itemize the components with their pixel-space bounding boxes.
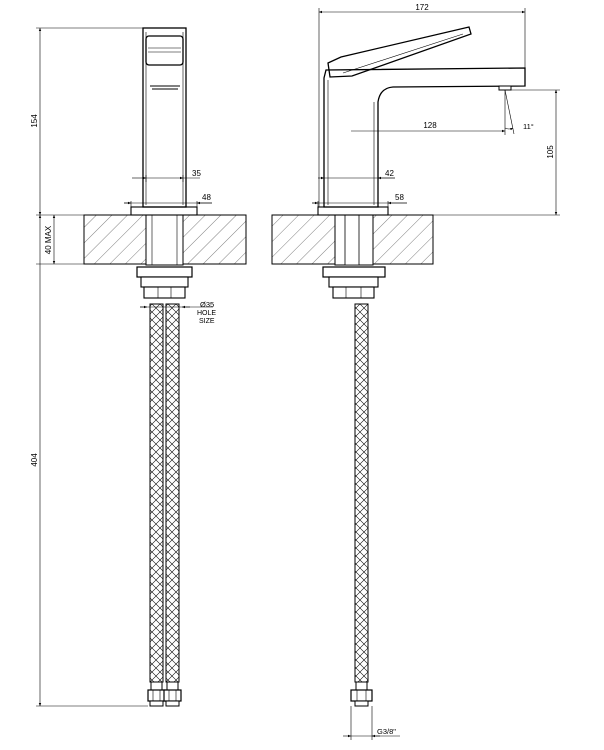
side-base-plate <box>317 206 389 216</box>
side-aerator <box>498 85 512 91</box>
side-lock-nut <box>322 266 386 278</box>
front-shank <box>145 214 184 266</box>
dim-spout-height: 105 <box>546 145 555 159</box>
front-view <box>83 27 247 707</box>
side-dimensions: 172 128 11° 105 42 58 G3/8" <box>312 3 560 740</box>
dim-hole-diameter: Ø35 <box>200 300 214 309</box>
front-base-plate <box>130 206 198 216</box>
dim-spout-angle: 11° <box>523 122 534 131</box>
dim-base-width-front: 48 <box>202 193 211 202</box>
side-view <box>271 26 526 707</box>
dim-body-width-side: 42 <box>385 169 394 178</box>
dim-hose-length: 404 <box>30 453 39 467</box>
side-hose <box>354 303 369 683</box>
dim-spout-reach: 128 <box>423 121 437 130</box>
dim-hole-size-line1: HOLE <box>197 310 216 317</box>
dim-total-depth: 172 <box>415 3 429 12</box>
side-lever <box>327 26 472 78</box>
front-hose-left <box>149 303 164 683</box>
dim-deck-max: 40 MAX <box>44 225 53 254</box>
dim-base-width-side: 58 <box>395 193 404 202</box>
dim-thread: G3/8" <box>377 727 396 736</box>
side-body-spout <box>323 67 526 208</box>
front-dimensions: 154 40 MAX 404 35 48 Ø35 HOLE SIZE <box>30 27 216 707</box>
dim-overall-height: 154 <box>30 114 39 128</box>
dim-body-width-front: 35 <box>192 169 201 178</box>
front-lock-nut <box>136 266 193 278</box>
dim-hole-size-line2: SIZE <box>199 318 215 325</box>
front-body <box>142 27 187 208</box>
front-hose-right <box>165 303 180 683</box>
front-lever <box>145 35 184 66</box>
